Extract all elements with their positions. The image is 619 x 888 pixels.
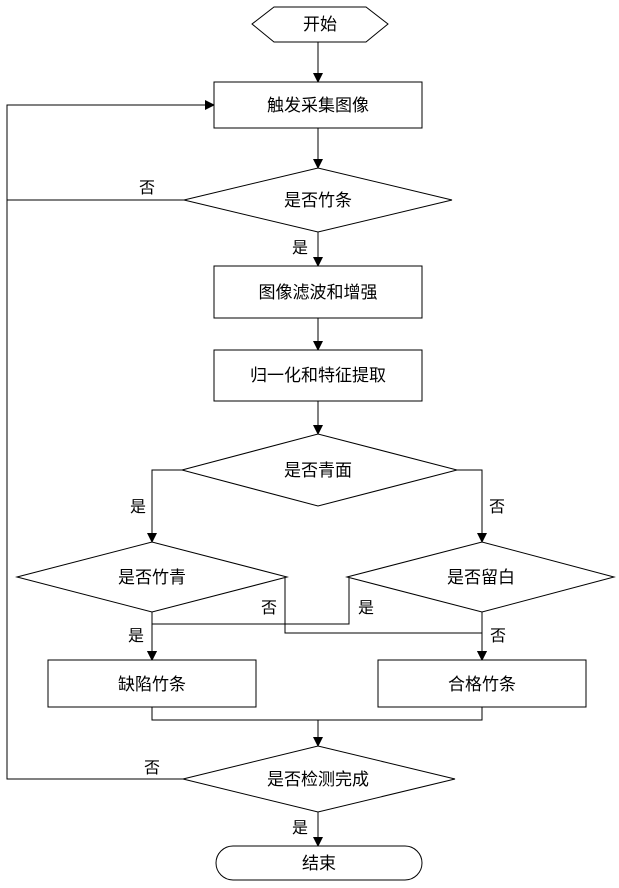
node-is-done-label: 是否检测完成	[267, 770, 369, 790]
node-defective-label: 缺陷竹条	[118, 675, 186, 695]
edge-label-green-face-no: 否	[489, 497, 505, 516]
node-is-bamboo-green: 是否竹青	[17, 542, 287, 612]
edge-isgreenface-yes	[152, 470, 182, 542]
edge-label-bamboo-green-yes: 是	[128, 626, 144, 645]
node-capture: 触发采集图像	[214, 82, 422, 128]
node-filter: 图像滤波和增强	[214, 266, 422, 318]
node-is-bamboo-label: 是否竹条	[284, 191, 352, 211]
edge-isgreenface-no	[457, 470, 482, 542]
node-end: 结束	[216, 846, 422, 880]
edge-label-bamboo-no: 否	[139, 178, 155, 197]
node-end-label: 结束	[302, 854, 336, 874]
node-normalize: 归一化和特征提取	[214, 350, 422, 401]
edge-isbamboo-no-loop	[7, 105, 214, 200]
node-defective: 缺陷竹条	[48, 660, 256, 707]
node-filter-label: 图像滤波和增强	[259, 283, 378, 303]
node-start: 开始	[252, 7, 388, 42]
edge-label-white-no: 否	[490, 626, 506, 645]
edges	[7, 42, 482, 846]
node-is-white-label: 是否留白	[447, 568, 515, 588]
edge-defective-merge	[152, 707, 482, 720]
node-capture-label: 触发采集图像	[267, 96, 369, 116]
node-is-bamboo: 是否竹条	[184, 168, 452, 232]
node-is-done: 是否检测完成	[183, 746, 455, 812]
edge-label-green-face-yes: 是	[130, 497, 146, 516]
node-is-green-face-label: 是否青面	[284, 461, 352, 481]
edge-label-done-no: 否	[144, 758, 160, 777]
node-normalize-label: 归一化和特征提取	[250, 366, 386, 386]
node-is-white: 是否留白	[347, 542, 614, 612]
node-is-bamboo-green-label: 是否竹青	[118, 568, 186, 588]
edge-label-bamboo-green-no: 否	[261, 598, 277, 617]
node-qualified-label: 合格竹条	[448, 675, 516, 695]
node-start-label: 开始	[303, 15, 337, 35]
node-qualified: 合格竹条	[378, 660, 586, 707]
edge-label-done-yes: 是	[292, 818, 308, 837]
edge-label-bamboo-yes: 是	[292, 238, 308, 257]
node-is-green-face: 是否青面	[182, 434, 457, 506]
edge-label-white-yes: 是	[358, 598, 374, 617]
